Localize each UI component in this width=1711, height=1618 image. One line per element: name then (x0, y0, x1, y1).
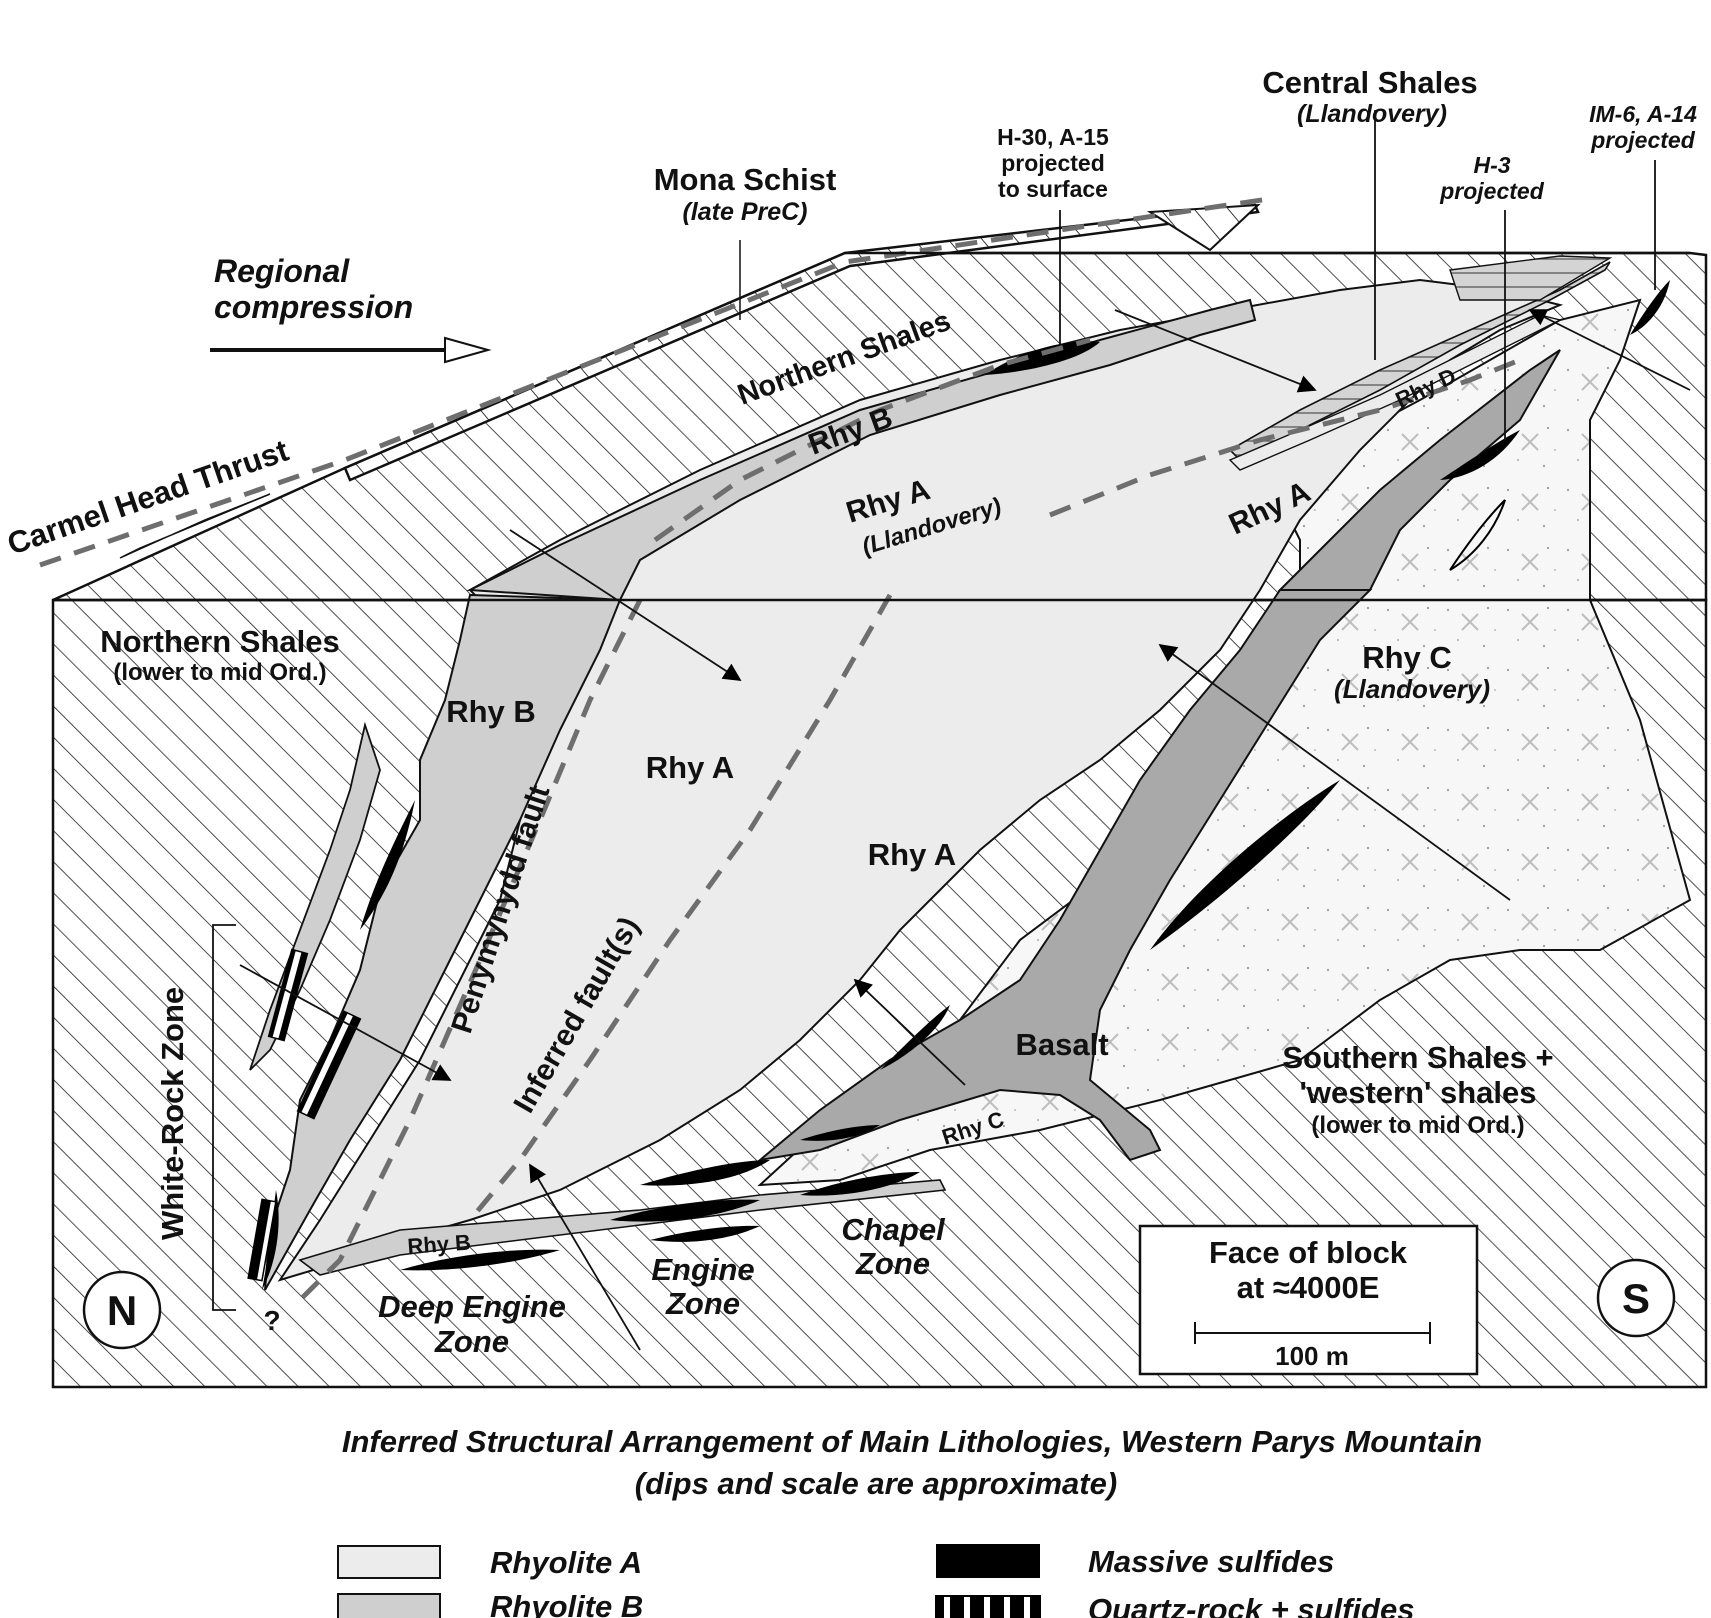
quartz-rock-lens-3 (247, 1198, 277, 1282)
caption-title: Inferred Structural Arrangement of Main … (342, 1424, 1482, 1459)
label-question-mark: ? (263, 1305, 280, 1336)
label-deep-engine-2: Zone (434, 1324, 509, 1359)
basalt-upper (1277, 349, 1561, 591)
sulfide-lens-h30 (985, 341, 1100, 375)
label-rhy-c-age: (Llandovery) (1334, 674, 1490, 704)
label-mona-schist: Mona Schist (654, 162, 837, 197)
label-mona-schist-age: (late PreC) (682, 198, 807, 226)
sulfide-lens-white-rock-1 (360, 800, 415, 930)
legend-swatch-rhyolite-a (337, 1545, 441, 1579)
label-face-of-block-2: at ≈4000E (1237, 1270, 1380, 1305)
label-south: S (1622, 1275, 1650, 1322)
legend-swatch-massive-sulfides (936, 1544, 1040, 1578)
legend-label-rhyolite-b: Rhyolite B (490, 1589, 643, 1618)
legend-swatch-quartz-rock (935, 1595, 1041, 1618)
label-chapel-zone-2: Zone (855, 1246, 930, 1281)
label-central-shales: Central Shales (1262, 65, 1477, 100)
sulfide-lens-engine-1 (640, 1160, 770, 1186)
label-northern-shales-front: Northern Shales (100, 624, 339, 659)
label-h30-to-surface: to surface (998, 176, 1108, 202)
thrust-toe-wedge (119, 493, 271, 559)
dip-arrow-4 (1158, 643, 1511, 901)
label-southern-shales-1: Southern Shales + (1282, 1040, 1553, 1075)
dip-arrow-1 (509, 529, 742, 681)
sulfide-lens-im6 (1630, 280, 1670, 335)
label-regional: Regional (214, 253, 350, 289)
south-marker (1596, 1258, 1676, 1338)
sulfide-lens-rhyc-upper (1449, 499, 1506, 571)
sulfide-lens-chapel-2 (800, 1125, 880, 1141)
rhyolite-b-lower-band (298, 1179, 947, 1276)
label-engine-zone-1: Engine (651, 1252, 754, 1287)
label-scale: 100 m (1275, 1341, 1349, 1371)
caption-subtitle: (dips and scale are approximate) (635, 1466, 1117, 1501)
label-basalt: Basalt (1015, 1027, 1108, 1062)
label-im6-projected: projected (1590, 127, 1695, 153)
legend-label-rhyolite-a: Rhyolite A (490, 1545, 642, 1580)
inferred-fault-line-front (468, 593, 893, 1222)
label-rhy-a-front-1: Rhy A (646, 750, 734, 785)
sulfide-lens-engine-3 (650, 1225, 760, 1242)
label-north: N (107, 1287, 137, 1334)
face-of-block-box (1138, 1224, 1479, 1376)
legend-label-quartz-rock: Quartz-rock + sulfides (1088, 1592, 1414, 1618)
dip-arrow-3 (1528, 309, 1691, 391)
label-engine-zone-2: Zone (665, 1286, 740, 1321)
sulfide-lens-rhyc (1150, 780, 1340, 950)
sulfide-lens-chapel (800, 1172, 920, 1196)
label-h30-projected: projected (1001, 150, 1105, 176)
label-southern-shales-age: (lower to mid Ord.) (1311, 1112, 1524, 1139)
quartz-rock-lens-1 (267, 948, 309, 1042)
carmel-head-thrust-line (39, 195, 1276, 568)
label-northern-shales-front-age: (lower to mid Ord.) (113, 659, 326, 686)
label-chapel-zone-1: Chapel (841, 1212, 946, 1247)
legend-swatch-rhyolite-b (337, 1593, 441, 1618)
sulfide-lens-h3 (1440, 430, 1520, 480)
north-marker (82, 1270, 162, 1350)
label-southern-shales-2: 'western' shales (1299, 1075, 1536, 1110)
label-h3: H-3 (1473, 152, 1510, 178)
rhyolite-b-upper (466, 298, 1257, 602)
regional-compression-head (444, 336, 492, 364)
legend-label-massive-sulfides: Massive sulfides (1088, 1544, 1334, 1579)
label-face-of-block-1: Face of block (1209, 1235, 1408, 1270)
label-central-shales-age: (Llandovery) (1297, 100, 1447, 128)
white-rock-zone-bracket (212, 924, 236, 1311)
label-compression: compression (214, 289, 413, 325)
label-rhy-a-front-2: Rhy A (868, 837, 956, 872)
penymynydd-fault-line (653, 337, 1091, 543)
label-deep-engine-1: Deep Engine (378, 1289, 566, 1324)
label-im6-a14: IM-6, A-14 (1589, 101, 1697, 127)
label-white-rock-zone: White-Rock Zone (155, 987, 190, 1240)
basalt-body (756, 589, 1373, 1162)
label-h30-a15: H-30, A-15 (997, 124, 1109, 150)
label-rhy-b-front: Rhy B (446, 694, 536, 729)
dip-arrow-7 (529, 1163, 641, 1351)
label-h3-projected: projected (1439, 178, 1544, 204)
rhyolite-d-band (1228, 314, 1563, 471)
sulfide-lens-white-rock-2 (262, 1190, 279, 1290)
dip-arrow-6 (853, 978, 966, 1086)
central-shales-upper (1449, 255, 1613, 301)
sulfide-lens-deep-engine (400, 1249, 560, 1271)
penymynydd-fault-front (298, 598, 643, 1302)
quartz-rock-lens-2 (296, 1010, 362, 1120)
label-rhy-c: Rhy C (1362, 640, 1452, 675)
mona-schist-wedge (1146, 203, 1261, 252)
inferred-fault-line-top (1049, 357, 1521, 518)
dip-arrow-2 (1114, 309, 1317, 393)
label-rhy-b-small: Rhy B (407, 1230, 472, 1259)
sulfide-lens-engine-2 (610, 1199, 760, 1222)
dip-arrow-5 (239, 964, 452, 1081)
